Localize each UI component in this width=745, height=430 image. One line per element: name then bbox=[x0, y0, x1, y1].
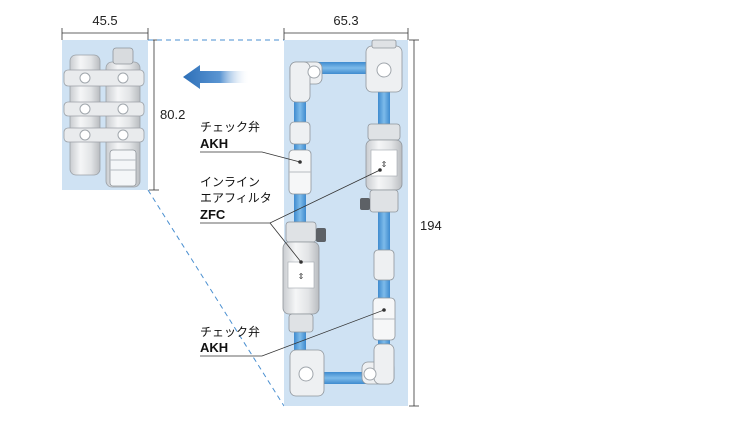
compact-height-value: 80.2 bbox=[160, 107, 185, 122]
callout-inline-filter: インライン エアフィルタ ZFC bbox=[200, 168, 382, 264]
elbow-bottom-right bbox=[361, 343, 395, 385]
svg-text:⇕: ⇕ bbox=[381, 160, 388, 169]
inline-filter: ⇕ bbox=[282, 221, 326, 333]
right-coupling-lower bbox=[373, 249, 395, 281]
check-valve-top bbox=[288, 149, 312, 195]
compact-fittings-image bbox=[63, 47, 145, 188]
layout-assembly: ⇕ ⇕ 65.3 1 bbox=[282, 13, 442, 407]
compact-assembly: 45.5 80.2 bbox=[61, 13, 185, 191]
layout-height-value: 194 bbox=[420, 218, 442, 233]
inline-filter-jp-label-1: インライン bbox=[200, 175, 260, 189]
left-coupling-upper bbox=[289, 121, 311, 145]
check-valve-bottom bbox=[372, 297, 396, 341]
check-valve-bottom-jp-label: チェック弁 bbox=[200, 324, 260, 339]
compact-height-dimension: 80.2 bbox=[149, 39, 185, 191]
direction-arrow-icon bbox=[183, 65, 250, 89]
svg-text:⇕: ⇕ bbox=[298, 272, 305, 281]
inline-filter-model-label: ZFC bbox=[200, 207, 226, 222]
right-filter-body: ⇕ bbox=[360, 123, 403, 213]
compact-width-value: 45.5 bbox=[92, 13, 117, 28]
compact-width-dimension: 45.5 bbox=[61, 13, 149, 40]
check-valve-bottom-model-label: AKH bbox=[200, 340, 228, 355]
elbow-top-left bbox=[289, 61, 323, 103]
callout-check-valve-bottom: チェック弁 AKH bbox=[200, 308, 386, 357]
tee-bottom-left bbox=[289, 349, 325, 397]
inline-filter-jp-label-2: エアフィルタ bbox=[200, 191, 272, 205]
layout-width-value: 65.3 bbox=[333, 13, 358, 28]
callout-check-valve-top: チェック弁 AKH bbox=[200, 119, 302, 164]
projection-lines bbox=[147, 39, 285, 407]
tee-top-right bbox=[365, 39, 403, 93]
check-valve-top-model-label: AKH bbox=[200, 136, 228, 151]
layout-width-dimension: 65.3 bbox=[283, 13, 409, 40]
check-valve-top-jp-label: チェック弁 bbox=[200, 119, 260, 134]
layout-height-dimension: 194 bbox=[409, 39, 442, 407]
